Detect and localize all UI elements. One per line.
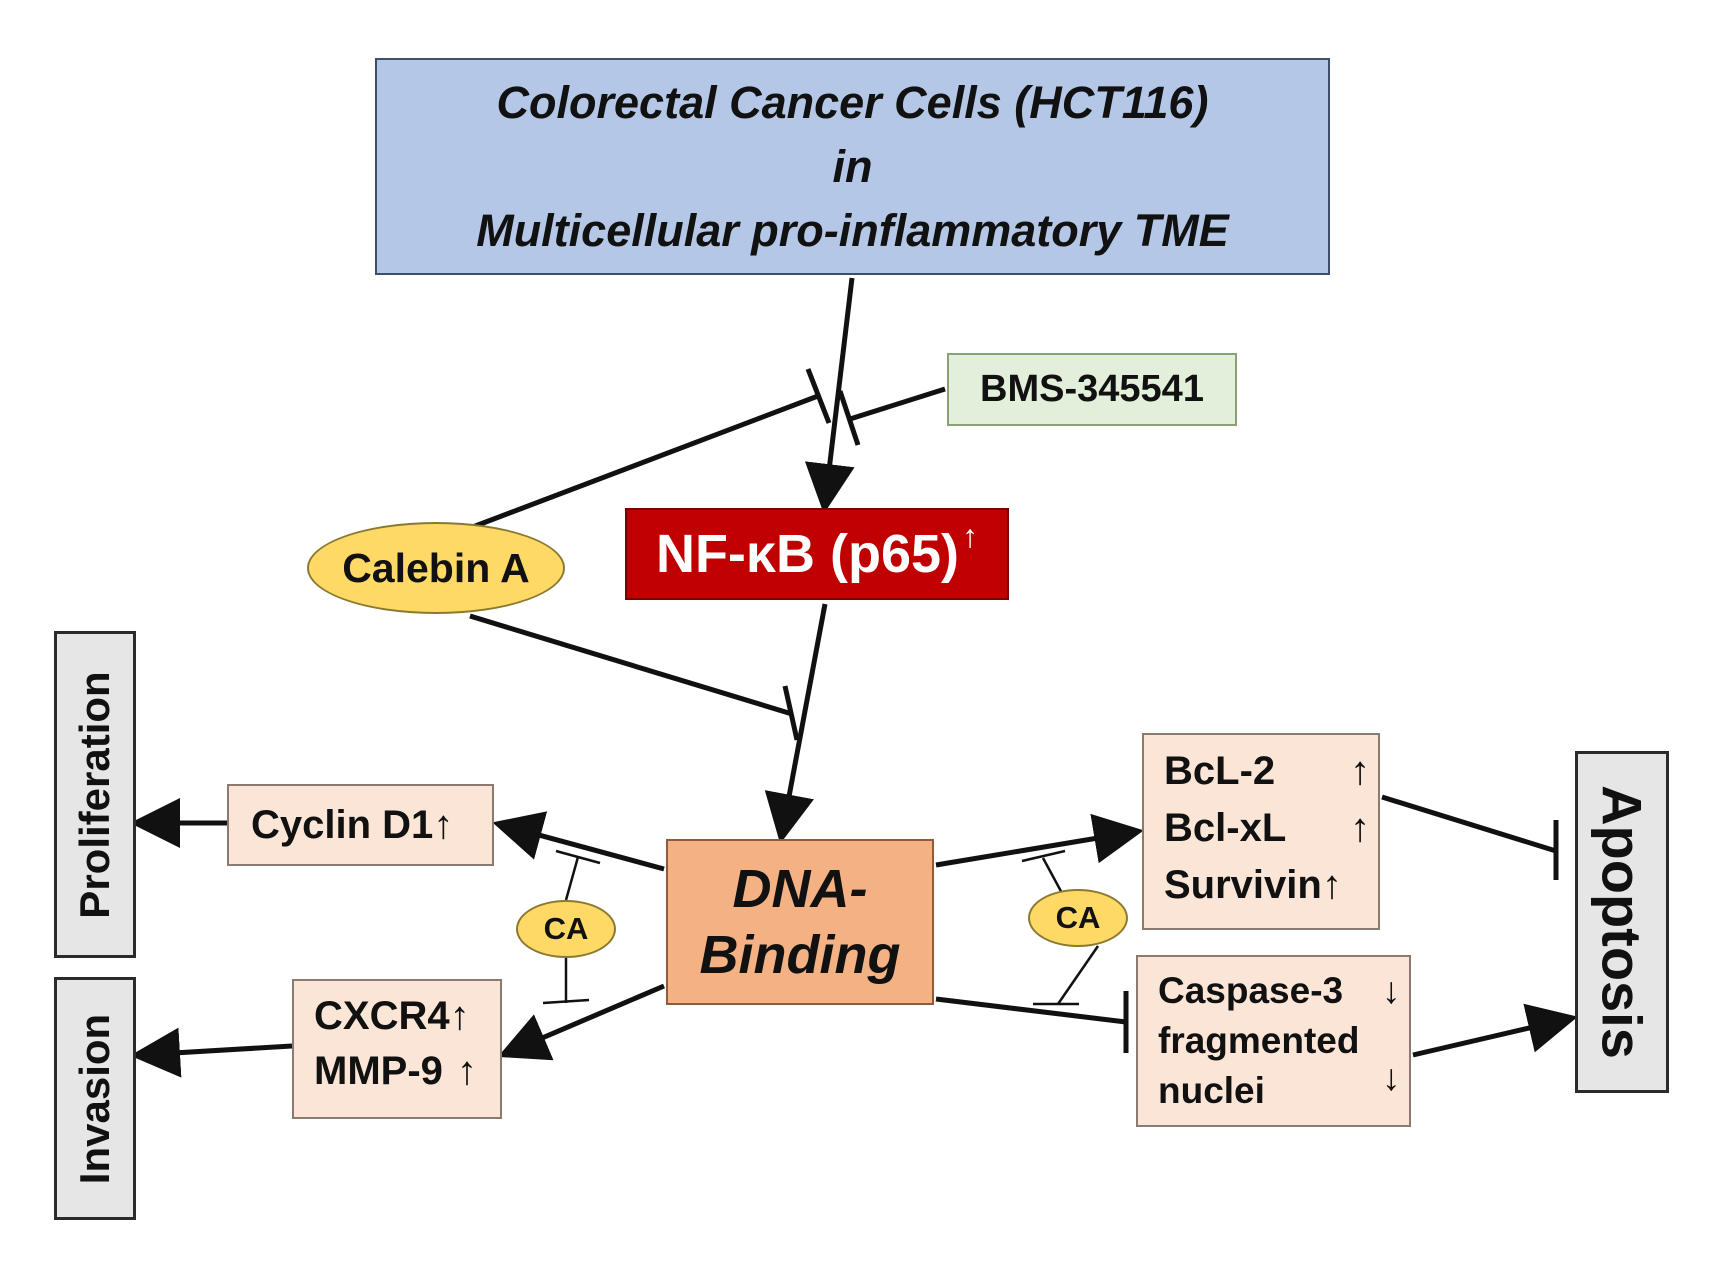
arrow-tme-to-nfkb (804, 277, 855, 514)
survival-marker-row: BcL-2 (1164, 749, 1275, 794)
inhibit-bar-calebin-top (805, 368, 832, 424)
bclxl-up-arrow-icon: ↑ (1350, 806, 1370, 850)
cxcr4-label: CXCR4 (314, 994, 450, 1038)
cell-context-line-2: in (832, 140, 873, 192)
nuclei-label: nuclei (1158, 1070, 1265, 1111)
inhibit-survival-to-apoptosis (1381, 794, 1557, 854)
bclxl-label: Bcl-xL (1164, 806, 1287, 850)
arrow-nfkb-to-dna (764, 603, 828, 844)
ca-left-line-up (564, 856, 580, 901)
bms-inhibitor-box: BMS-345541 (947, 353, 1237, 426)
ca-ellipse-right: CA (1028, 889, 1128, 947)
invasion-markers-box: CXCR4↑ MMP-9↑ (292, 979, 502, 1119)
fragmented-label: fragmented (1158, 1020, 1360, 1061)
bcl2-up-arrow-icon: ↑ (1350, 749, 1370, 793)
invasion-marker-row: CXCR4↑ (314, 994, 470, 1039)
inhibit-dna-to-apoptosis-markers (935, 996, 1127, 1025)
inhibit-bar-bms (837, 390, 861, 446)
ca-right-label: CA (1055, 900, 1101, 935)
inhibit-bms-to-nfkb-activation (849, 386, 946, 422)
apoptosis-label: Apoptosis (1590, 785, 1654, 1059)
nfkb-box: NF-κB (p65)↑ (625, 508, 1009, 600)
ca-left-bar-up (555, 849, 601, 865)
proliferation-label: Proliferation (71, 670, 118, 919)
survivin-up-arrow-icon: ↑ (1321, 863, 1342, 907)
dna-binding-line-1: DNA- (732, 859, 868, 919)
nfkb-up-arrow-icon: ↑ (962, 517, 979, 554)
calebin-a-label: Calebin A (342, 544, 530, 591)
ca-right-bar-up (1021, 849, 1066, 863)
ca-left-bar-down (542, 998, 590, 1005)
cell-context-line-3: Multicellular pro-inflammatory TME (476, 204, 1229, 256)
bms-label: BMS-345541 (980, 368, 1204, 410)
arrow-dna-to-invasion-markers (497, 983, 665, 1061)
ca-ellipse-left: CA (516, 900, 616, 958)
cell-context-box: Colorectal Cancer Cells (HCT116) in Mult… (375, 58, 1330, 275)
cxcr4-up-arrow-icon: ↑ (449, 994, 470, 1038)
caspase3-down-arrow-icon: ↓ (1382, 970, 1401, 1011)
arrow-dna-to-survival-markers (935, 813, 1144, 868)
invasion-box: Invasion (54, 977, 136, 1220)
survival-marker-row: Bcl-xL (1164, 806, 1286, 851)
inhibit-bar-calebin-bottom (782, 685, 800, 741)
dna-binding-box: DNA- Binding (666, 839, 934, 1005)
dna-binding-line-2: Binding (699, 925, 901, 985)
proliferation-box: Proliferation (54, 631, 136, 958)
invasion-label: Invasion (71, 1013, 118, 1184)
bcl2-label: BcL-2 (1164, 749, 1276, 793)
invasion-marker-row: MMP-9 ↑ (314, 1049, 477, 1094)
apoptosis-box: Apoptosis (1575, 751, 1669, 1093)
mmp9-up-arrow-icon: ↑ (456, 1049, 477, 1093)
inhibit-calebin-to-nfkb-activation (469, 393, 819, 531)
cyclin-d1-box: Cyclin D1↑ (227, 784, 494, 866)
arrow-dna-to-cyclin (492, 811, 665, 872)
ca-right-line-down (1056, 945, 1100, 1005)
nfkb-label: NF-κB (p65) (655, 524, 960, 584)
apoptosis-markers-box: Caspase-3 ↓ fragmented nuclei ↓ (1136, 955, 1411, 1127)
mmp9-label: MMP-9 (314, 1049, 443, 1093)
inhibit-calebin-to-dna-binding (469, 613, 793, 717)
arrow-caspase-to-apoptosis (1412, 1003, 1578, 1058)
calebin-a-ellipse: Calebin A (307, 522, 565, 614)
survival-marker-row: Survivin↑ (1164, 863, 1342, 908)
ca-left-label: CA (543, 911, 589, 946)
survivin-label: Survivin (1164, 863, 1322, 907)
caspase3-label: Caspase-3 (1158, 970, 1344, 1011)
cyclin-d1-up-arrow-icon: ↑ (433, 802, 454, 847)
survival-markers-box: BcL-2 ↑ Bcl-xL ↑ Survivin↑ (1142, 733, 1380, 930)
cell-context-line-1: Colorectal Cancer Cells (HCT116) (496, 76, 1209, 128)
nuclei-down-arrow-icon: ↓ (1382, 1057, 1401, 1098)
arrow-invasion-markers-to-invasion (130, 1027, 293, 1078)
ca-right-line-up (1041, 857, 1065, 896)
cyclin-d1-label: Cyclin D1 (251, 802, 434, 847)
